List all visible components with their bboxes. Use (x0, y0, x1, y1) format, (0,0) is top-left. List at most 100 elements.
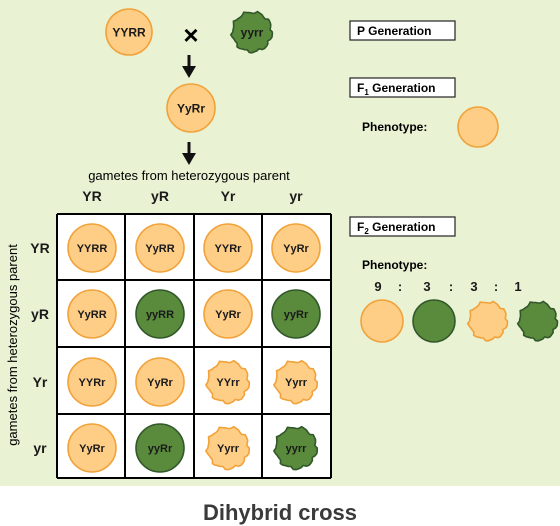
side-axis-title: gametes from heterozygous parent (5, 244, 20, 446)
punnett-cell: YyRr (135, 357, 185, 407)
f1-label-base: F (357, 81, 364, 95)
genotype-label: YYRR (77, 243, 108, 255)
genotype-label: yyRR (146, 309, 174, 321)
punnett-cell: yyRr (271, 289, 321, 339)
yellow-round-seed-shape (360, 299, 404, 343)
genotype-label: yyrr (286, 443, 308, 455)
ratio-value: 3 (470, 279, 477, 294)
punnett-cell: YyRR (67, 289, 117, 339)
genotype-label: YYRR (112, 25, 146, 39)
column-header: yR (151, 188, 169, 204)
column-header: Yr (221, 188, 236, 204)
ratio-value: 3 (423, 279, 430, 294)
punnett-cell: yyRR (135, 289, 185, 339)
genotype-label: YyRr (177, 101, 205, 115)
punnett-grid-lines (56, 213, 332, 479)
column-headers: YR yR Yr yr (82, 188, 303, 204)
yellow-round-seed-shape (271, 223, 321, 273)
punnett-cell: YyRR (135, 223, 185, 273)
yellow-round-seed-shape (203, 223, 253, 273)
genotype-label: YYRr (215, 243, 243, 255)
genotype-label: yyRr (284, 309, 309, 321)
row-header: yr (33, 440, 47, 456)
yellow-round-seed-shape (67, 423, 117, 473)
f1-phenotype-seed (457, 106, 499, 148)
punnett-cell: YYRr (203, 223, 253, 273)
ratio-value: 1 (514, 279, 521, 294)
punnett-cell: Yyrr (204, 425, 250, 471)
ratio-separator: : (449, 279, 453, 294)
yellow-round-seed-shape (135, 357, 185, 407)
parent-yyrr-recessive-seed: yyrr (229, 10, 274, 54)
parent-yyrr-dominant-seed: YYRR (105, 8, 153, 56)
f2-phenotype-green-wrinkled (516, 300, 559, 342)
genotype-label: YyRR (77, 309, 106, 321)
ratio-separator: : (494, 279, 498, 294)
cross-symbol: × (183, 20, 198, 50)
yellow-round-seed-shape (105, 8, 153, 56)
genotype-label: yyrr (241, 25, 264, 39)
genotype-label: YyRr (215, 309, 241, 321)
green-round-seed-shape (135, 289, 185, 339)
green-round-seed-shape (271, 289, 321, 339)
genotype-label: YYRr (79, 377, 107, 389)
f1-phenotype-label: Phenotype: (362, 120, 427, 134)
genotype-label: YYrr (216, 377, 240, 389)
f2-phenotype-yellow-round (360, 299, 404, 343)
arrow-down-icon (182, 142, 196, 165)
yellow-round-seed-shape (166, 83, 216, 133)
ratio-value: 9 (374, 279, 381, 294)
f1-label-subscript: 1 (364, 88, 369, 97)
f2-label-rest: Generation (369, 220, 436, 234)
row-header: yR (31, 306, 49, 322)
top-axis-title: gametes from heterozygous parent (88, 168, 290, 183)
f2-phenotype-seeds (360, 299, 559, 343)
ratio-separator: : (398, 279, 402, 294)
yellow-wrinkled-seed-shape (204, 425, 250, 471)
column-header: yr (289, 188, 303, 204)
genotype-label: yyRr (148, 443, 173, 455)
punnett-cell: YYrr (204, 359, 250, 405)
f1-seed: YyRr (166, 83, 216, 133)
f2-phenotype-green-round (412, 299, 456, 343)
genotype-label: Yyrr (285, 377, 308, 389)
f2-phenotype-ratio: 9: 3: 3: 1 (374, 279, 521, 294)
green-wrinkled-seed-shape (229, 10, 274, 54)
yellow-round-seed-shape (67, 289, 117, 339)
punnett-cell: YYRR (67, 223, 117, 273)
p-generation-label: P Generation (357, 24, 431, 38)
genotype-label: YyRr (79, 443, 105, 455)
yellow-wrinkled-seed-shape (204, 359, 250, 405)
f2-generation-label: F2 Generation (357, 220, 435, 236)
f2-generation-box (349, 216, 456, 237)
f2-phenotype-label: Phenotype: (362, 258, 427, 272)
genotype-label: YyRR (145, 243, 174, 255)
green-round-seed-shape (412, 299, 456, 343)
f2-label-base: F (357, 220, 364, 234)
punnett-cell: YyRr (67, 423, 117, 473)
yellow-wrinkled-seed-shape (466, 300, 509, 342)
green-wrinkled-seed-shape (516, 300, 559, 342)
column-header: YR (82, 188, 101, 204)
punnett-cell: YyRr (271, 223, 321, 273)
yellow-round-seed-shape (457, 106, 499, 148)
yellow-round-seed-shape (67, 357, 117, 407)
row-header: Yr (33, 374, 48, 390)
f1-label-rest: Generation (369, 81, 436, 95)
yellow-wrinkled-seed-shape (272, 359, 318, 405)
f2-phenotype-yellow-wrinkled (466, 300, 509, 342)
yellow-round-seed-shape (203, 289, 253, 339)
punnett-cell: YYRr (67, 357, 117, 407)
yellow-round-seed-shape (67, 223, 117, 273)
f1-generation-box (349, 77, 456, 98)
genotype-label: YyRr (283, 243, 309, 255)
dihybrid-cross-diagram: YYRR × yyrr YyRr gametes from heterozygo… (0, 0, 560, 486)
f2-label-subscript: 2 (364, 227, 369, 236)
genotype-label: YyRr (147, 377, 173, 389)
genotype-label: Yyrr (217, 443, 240, 455)
green-wrinkled-seed-shape (272, 425, 318, 471)
punnett-cell: Yyrr (272, 359, 318, 405)
